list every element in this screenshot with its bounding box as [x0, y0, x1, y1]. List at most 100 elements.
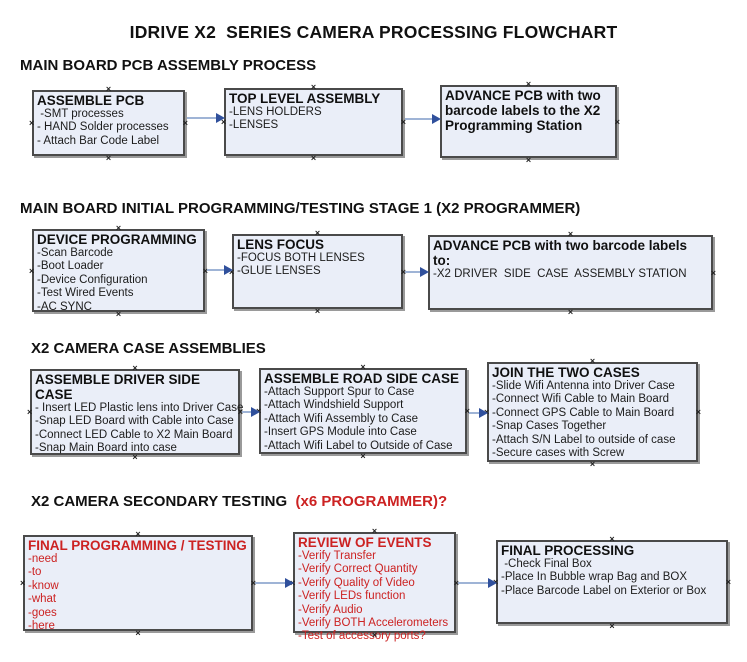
box-advance-pcb-assembly-station: ADVANCE PCB with two barcode labels to: …: [428, 230, 716, 317]
box-title: JOIN THE TWO CASES: [492, 365, 640, 380]
box-list-item: - Insert LED Plastic lens into Driver Ca…: [35, 402, 244, 414]
connection-point-icon: ×: [29, 265, 35, 276]
box-list-item: -what: [28, 593, 57, 606]
box-device-programming: DEVICE PROGRAMMING -Scan Barcode-Boot Lo…: [29, 224, 208, 319]
box-items: -Scan Barcode-Boot Loader-Device Configu…: [37, 247, 200, 314]
box-list-item: -Verify LEDs function: [298, 590, 406, 603]
box-items: - Insert LED Plastic lens into Driver Ca…: [35, 402, 244, 456]
box-top-level-assembly: TOP LEVEL ASSEMBLY -LENS HOLDERS-LENSES …: [221, 83, 406, 163]
box-list-item: -SMT processes: [37, 108, 124, 120]
connection-point-icon: ×: [400, 117, 406, 127]
box-final-processing: FINAL PROCESSING -Check Final Box-Place …: [493, 535, 731, 631]
box-list-item: -Attach Wifi Assembly to Case: [264, 412, 419, 425]
box-list-item: -Boot Loader: [37, 260, 104, 273]
box-list-item: -need: [28, 553, 58, 565]
flow-arrow: [405, 114, 441, 124]
box-title: TOP LEVEL ASSEMBLY: [229, 91, 381, 106]
connection-point-icon: ×: [135, 628, 141, 638]
box-advance-pcb-programming-station: ADVANCE PCB with two barcode labels to t…: [440, 80, 620, 165]
box-list-item: -Verify Audio: [298, 603, 363, 616]
connection-point-icon: ×: [132, 363, 138, 373]
connection-point-icon: ×: [614, 116, 620, 127]
box-list-item: -Attach Windshield Support: [264, 399, 404, 412]
connection-point-icon: ×: [132, 452, 138, 462]
box-list-item: -Place Barcode Label on Exterior or Box: [501, 584, 707, 597]
box-list-item: -goes: [28, 606, 57, 619]
box-items: -Slide Wifi Antenna into Driver Case-Con…: [492, 380, 693, 460]
box-items: -LENS HOLDERS-LENSES: [229, 106, 398, 133]
box-list-item: - Attach Bar Code Label: [37, 134, 160, 147]
box-list-item: -Connect GPS Cable to Main Board: [492, 406, 675, 419]
box-list-item: -Secure cases with Screw: [492, 447, 625, 460]
connection-point-icon: ×: [567, 229, 574, 239]
flow-arrow: [207, 265, 233, 275]
box-list-item: -Connect Wifi Cable to Main Board: [492, 393, 670, 406]
connection-point-icon: ×: [464, 406, 470, 416]
section-heading-initial-programming: MAIN BOARD INITIAL PROGRAMMING/TESTING S…: [20, 200, 581, 217]
connection-point-icon: ×: [20, 578, 26, 588]
connection-point-icon: ×: [567, 307, 574, 317]
connection-point-icon: ×: [725, 577, 731, 587]
box-list-item: -Snap Cases Together: [492, 420, 607, 433]
box-lens-focus: LENS FOCUS -FOCUS BOTH LENSES-GLUE LENSE…: [229, 229, 406, 316]
connection-point-icon: ×: [310, 153, 317, 163]
box-title: REVIEW OF EVENTS: [298, 535, 432, 550]
box-list-item: -Scan Barcode: [37, 247, 114, 259]
connection-point-icon: ×: [609, 621, 615, 631]
flow-arrow: [458, 578, 497, 588]
box-assemble-driver-side-case: ASSEMBLE DRIVER SIDE CASE - Insert LED P…: [27, 364, 244, 462]
connection-point-icon: ×: [609, 534, 615, 544]
box-list-item: -know: [28, 579, 59, 592]
box-list-item: -Slide Wifi Antenna into Driver Case: [492, 380, 675, 392]
connection-point-icon: ×: [453, 577, 459, 588]
box-list-item: -Snap Main Board into case: [35, 442, 177, 455]
box-list-item: -Device Configuration: [37, 273, 148, 286]
box-title: ASSEMBLE DRIVER SIDE CASE: [35, 372, 201, 402]
connection-point-icon: ×: [237, 407, 243, 417]
box-items: -need-to-know-what-goes-here: [28, 553, 248, 633]
connection-point-icon: ×: [589, 459, 596, 469]
box-assemble-road-side-case: ASSEMBLE ROAD SIDE CASE -Attach Support …: [256, 363, 470, 461]
box-list-item: -FOCUS BOTH LENSES: [237, 252, 365, 264]
connection-point-icon: ×: [371, 526, 378, 536]
box-items: -X2 DRIVER SIDE CASE ASSEMBLY STATION: [433, 268, 708, 281]
section-heading-red-part: (x6 PROGRAMMER)?: [291, 493, 448, 510]
connection-point-icon: ×: [525, 155, 532, 165]
box-join-the-two-cases: JOIN THE TWO CASES -Slide Wifi Antenna i…: [484, 357, 701, 469]
flow-arrow: [187, 113, 225, 123]
connection-point-icon: ×: [115, 309, 122, 319]
connection-point-icon: ×: [314, 306, 321, 316]
box-list-item: -Attach Wifi Label to Outside of Case: [264, 439, 453, 452]
box-list-item: -AC SYNC: [37, 300, 92, 313]
box-list-item: -GLUE LENSES: [237, 265, 321, 278]
section-heading-secondary-testing: X2 CAMERA SECONDARY TESTING (x6 PROGRAMM…: [31, 493, 447, 510]
connection-point-icon: ×: [310, 82, 317, 92]
box-list-item: -LENSES: [229, 119, 279, 132]
box-title: ADVANCE PCB with two barcode labels to t…: [445, 88, 601, 133]
connection-point-icon: ×: [695, 407, 701, 417]
box-list-item: -Attach S/N Label to outside of case: [492, 433, 676, 446]
box-list-item: -Verify BOTH Accelerometers: [298, 617, 449, 630]
box-list-item: -Verify Transfer: [298, 550, 376, 562]
box-list-item: -X2 DRIVER SIDE CASE ASSEMBLY STATION: [433, 268, 687, 280]
connection-point-icon: ×: [589, 356, 596, 366]
connection-point-icon: ×: [105, 153, 112, 163]
section-heading-pcb-assembly: MAIN BOARD PCB ASSEMBLY PROCESS: [20, 57, 317, 74]
flow-arrow: [255, 578, 294, 588]
box-title: DEVICE PROGRAMMING: [37, 232, 197, 247]
box-title: ASSEMBLE ROAD SIDE CASE: [264, 371, 460, 386]
box-items: -Verify Transfer-Verify Correct Quantity…: [298, 550, 451, 644]
connection-point-icon: ×: [710, 267, 716, 278]
connection-point-icon: ×: [250, 578, 256, 588]
connection-point-icon: ×: [525, 79, 532, 89]
box-assemble-pcb: ASSEMBLE PCB -SMT processes- HAND Solder…: [29, 85, 188, 163]
box-list-item: -Attach Support Spur to Case: [264, 386, 415, 398]
connection-point-icon: ×: [314, 228, 321, 238]
page-title: IDRIVE X2 SERIES CAMERA PROCESSING FLOWC…: [129, 22, 618, 42]
box-final-programming-testing: FINAL PROGRAMMING / TESTING -need-to-kno…: [20, 530, 256, 638]
box-list-item: -Verify Quality of Video: [298, 576, 415, 589]
connection-point-icon: ×: [27, 407, 33, 417]
connection-point-icon: ×: [360, 451, 366, 461]
connection-point-icon: ×: [115, 223, 122, 233]
